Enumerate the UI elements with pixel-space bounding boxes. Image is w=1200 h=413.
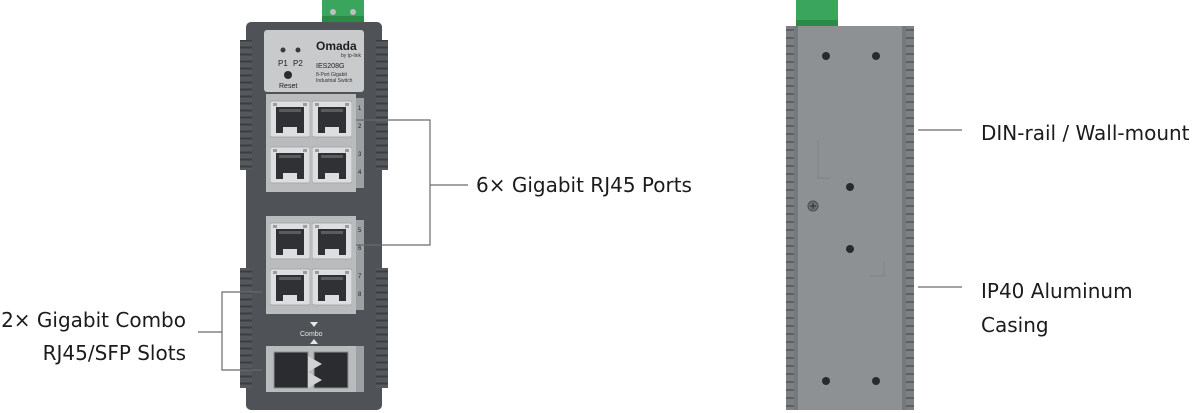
mount-hole — [872, 377, 880, 385]
model-desc-2: Industrial Switch — [316, 78, 353, 84]
port-number-1: 1 — [358, 106, 362, 112]
brand-logo: Omada — [316, 39, 357, 53]
model-desc-1: 8-Port Gigabit — [316, 72, 347, 78]
callout-rj45-ports: 6× Gigabit RJ45 Ports — [476, 173, 692, 197]
rj45-port-3[interactable] — [270, 146, 310, 184]
rj45-port-5[interactable] — [270, 222, 310, 260]
reset-label: Reset — [279, 83, 297, 90]
callout-combo-line1: 2× Gigabit Combo — [1, 308, 186, 332]
combo-label: Combo — [300, 331, 323, 338]
rj45-port-6[interactable] — [312, 222, 352, 260]
rj45-port-1[interactable] — [270, 100, 310, 138]
port-number-8: 8 — [358, 292, 362, 298]
port-number-6: 6 — [358, 246, 362, 252]
side-view — [786, 0, 914, 410]
led-p2 — [295, 47, 301, 53]
mount-hole — [822, 52, 830, 60]
sfp-slot-8[interactable] — [313, 351, 349, 389]
leader-lines — [198, 119, 962, 371]
sfp-slot-7[interactable] — [273, 351, 309, 389]
port-number-4: 4 — [358, 170, 362, 176]
mount-hole — [872, 52, 880, 60]
model-number: IES208G — [316, 63, 344, 70]
brand-sub: by tp-link — [341, 53, 362, 59]
led-p2-label: P2 — [293, 59, 303, 68]
port-number-5: 5 — [358, 228, 362, 234]
callout-casing-line1: IP40 Aluminum — [981, 279, 1133, 303]
side-chassis — [786, 26, 914, 410]
led-p1-label: P1 — [278, 59, 288, 68]
front-view: P1 P2 Reset Omada by tp-link IES208G 8-P… — [240, 0, 388, 410]
rj45-port-4[interactable] — [312, 146, 352, 184]
leader-combo — [221, 291, 262, 371]
callout-din-rail: DIN-rail / Wall-mount — [981, 121, 1190, 145]
port-number-7: 7 — [358, 274, 362, 280]
mount-hole — [822, 377, 830, 385]
rj45-port-7[interactable] — [270, 268, 310, 306]
mount-hole — [846, 245, 854, 253]
leader-rj45 — [356, 119, 431, 246]
port-number-3: 3 — [358, 152, 362, 158]
callout-combo-line2: RJ45/SFP Slots — [42, 341, 186, 365]
led-p1 — [280, 47, 286, 53]
mount-hole — [846, 183, 854, 191]
reset-button[interactable] — [284, 71, 292, 79]
port-number-2: 2 — [358, 124, 362, 130]
rj45-port-8[interactable] — [312, 268, 352, 306]
rj45-port-2[interactable] — [312, 100, 352, 138]
callout-casing-line2: Casing — [981, 313, 1049, 337]
